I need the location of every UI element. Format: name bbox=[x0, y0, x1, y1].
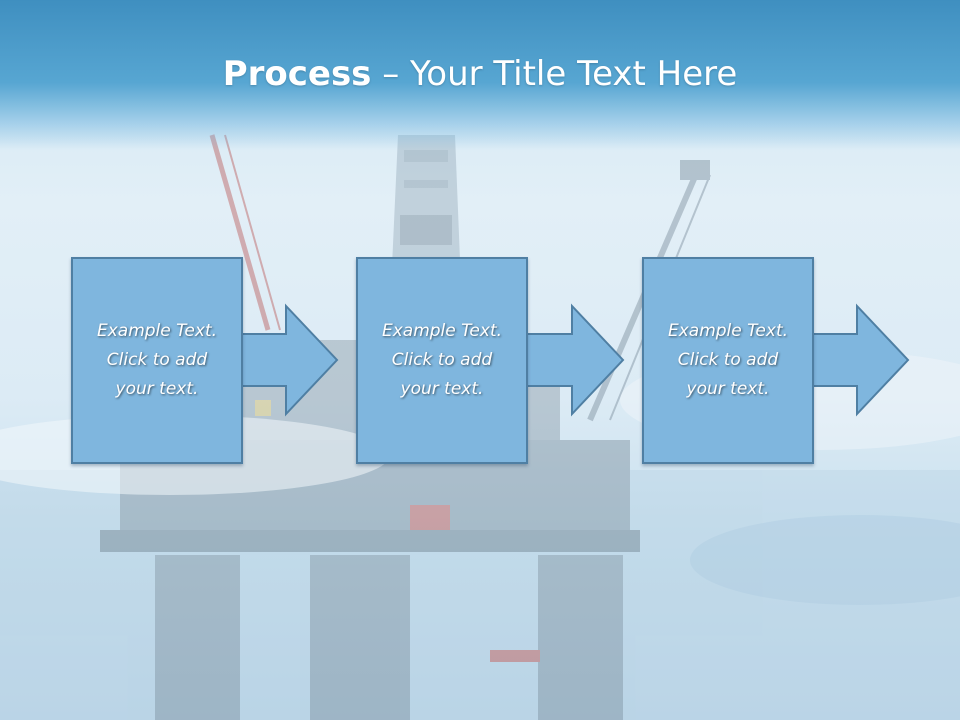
process-step-2[interactable]: Example Text. Click to add your text. bbox=[356, 257, 528, 464]
process-arrow-3 bbox=[811, 303, 910, 417]
process-arrow-1 bbox=[240, 303, 339, 417]
process-step-3[interactable]: Example Text. Click to add your text. bbox=[642, 257, 814, 464]
title-rest-text: – Your Title Text Here bbox=[371, 54, 738, 94]
process-arrow-2 bbox=[526, 303, 625, 417]
process-step-1[interactable]: Example Text. Click to add your text. bbox=[71, 257, 243, 464]
step-1-text: Example Text. Click to add your text. bbox=[96, 321, 218, 399]
title-band bbox=[0, 0, 960, 150]
slide-title[interactable]: Process – Your Title Text Here bbox=[0, 52, 960, 96]
step-3-text: Example Text. Click to add your text. bbox=[667, 321, 789, 399]
title-bold-text: Process bbox=[222, 54, 372, 94]
step-2-text: Example Text. Click to add your text. bbox=[381, 321, 503, 399]
